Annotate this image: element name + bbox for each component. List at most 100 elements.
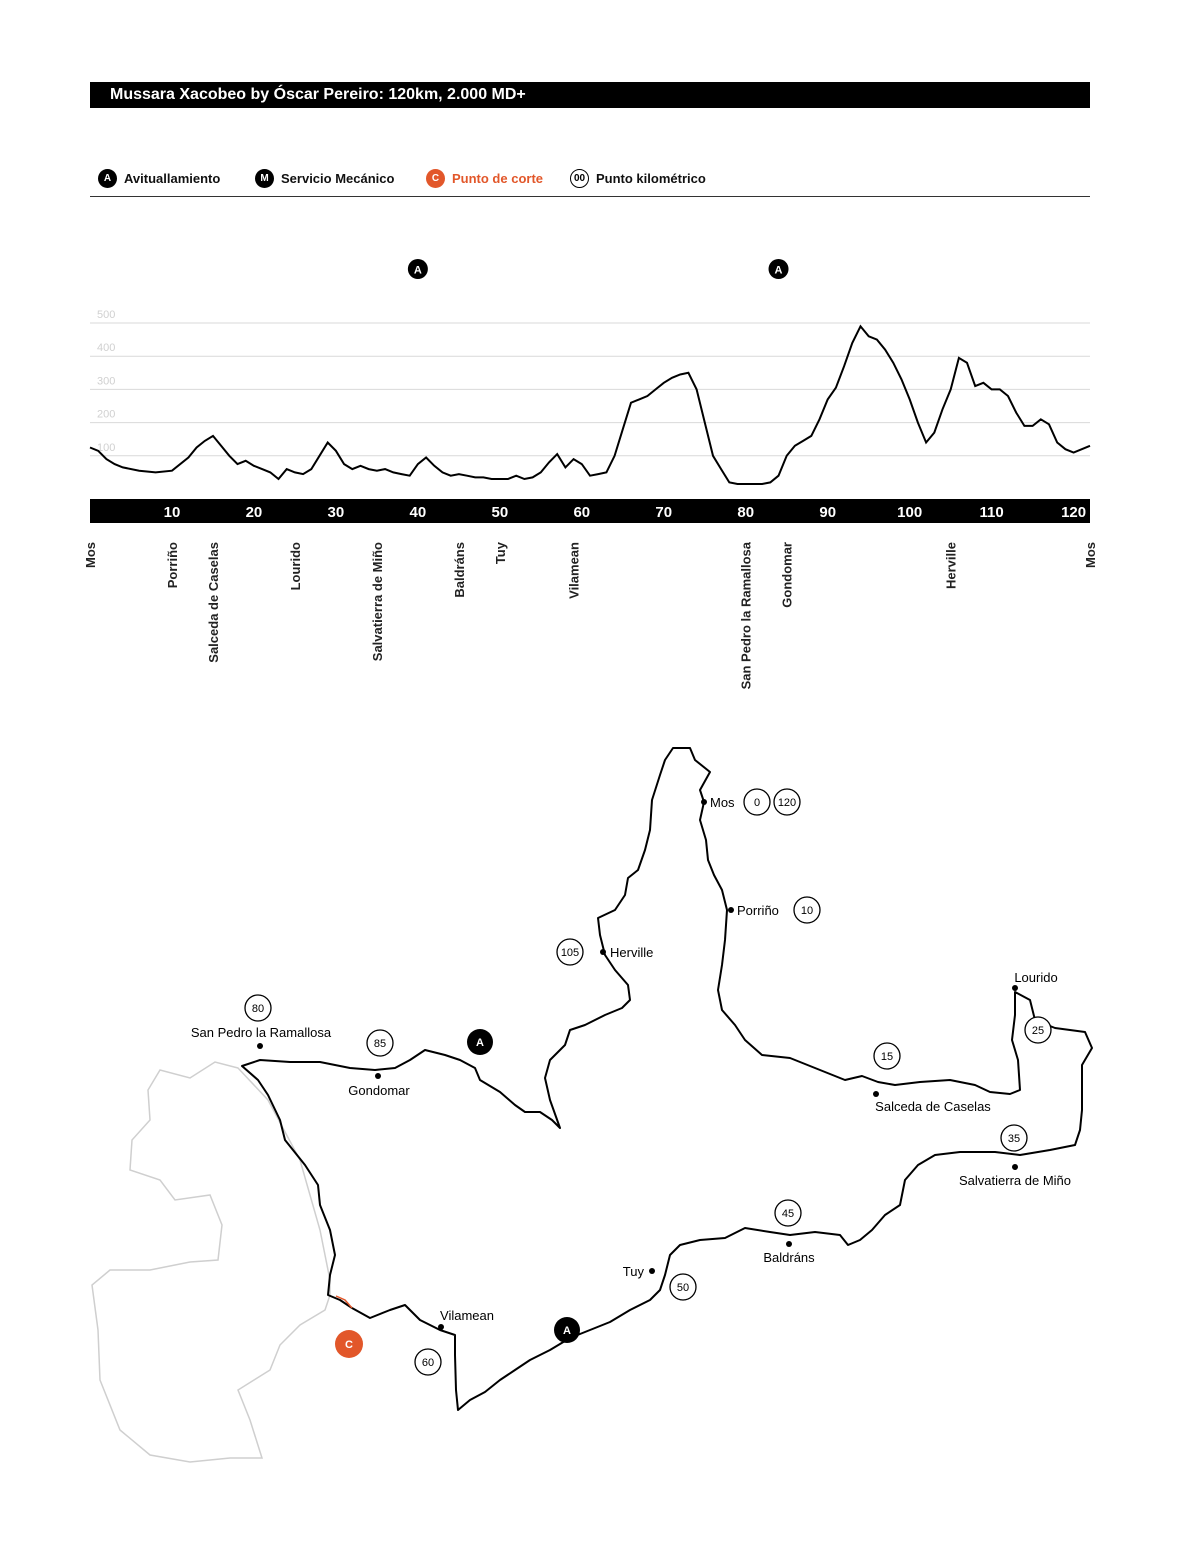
town-dot xyxy=(873,1091,879,1097)
profile-grid: 100 200 300 400 500 xyxy=(90,309,1090,457)
town-dot xyxy=(786,1241,792,1247)
aid-station-icon: A xyxy=(98,169,117,188)
aid-station-marker xyxy=(554,1317,580,1343)
x-tick-label: 50 xyxy=(491,504,508,521)
town-dot xyxy=(701,799,707,805)
cut-point-icon: C xyxy=(426,169,445,188)
map-town-label: San Pedro la Ramallosa xyxy=(191,1025,332,1040)
legend-label: Avituallamiento xyxy=(124,171,221,186)
title-bar: Mussara Xacobeo by Óscar Pereiro: 120km,… xyxy=(90,82,1090,108)
aid-station-label: A xyxy=(476,1037,484,1049)
km-marker-label: 85 xyxy=(374,1038,386,1050)
town-dot xyxy=(375,1073,381,1079)
km-marker-label: 0 xyxy=(754,797,760,809)
legend-item-servicio-mecanico: M Servicio Mecánico xyxy=(255,169,394,188)
map-town-label: Gondomar xyxy=(348,1083,410,1098)
cut-route-segment xyxy=(335,1295,353,1309)
profile-town-label: Baldráns xyxy=(452,542,467,598)
km-marker xyxy=(1000,1124,1028,1152)
x-tick-label: 10 xyxy=(164,504,181,521)
km-marker xyxy=(743,788,771,816)
km-marker-label: 35 xyxy=(1008,1133,1020,1145)
x-tick-label: 40 xyxy=(410,504,427,521)
km-marker-label: 10 xyxy=(801,905,813,917)
town-dot xyxy=(257,1043,263,1049)
aid-station-marker xyxy=(407,259,428,279)
x-tick-label: 70 xyxy=(655,504,672,521)
km-marker-label: 80 xyxy=(252,1003,264,1015)
km-marker-label: 120 xyxy=(778,797,796,809)
map-town-label: Porriño xyxy=(737,903,779,918)
neighbor-region-outline xyxy=(91,1061,331,1463)
km-marker xyxy=(773,788,801,816)
town-dot xyxy=(1012,985,1018,991)
profile-town-label: Mos xyxy=(83,542,98,568)
town-dot xyxy=(600,949,606,955)
x-tick-label: 60 xyxy=(573,504,590,521)
km-marker xyxy=(669,1273,697,1301)
km-marker xyxy=(774,1199,802,1227)
y-tick-label: 200 xyxy=(97,409,115,421)
town-dot xyxy=(728,907,734,913)
km-marker xyxy=(793,896,821,924)
town-dot xyxy=(1012,1164,1018,1170)
x-tick-label: 30 xyxy=(328,504,345,521)
km-marker xyxy=(414,1348,442,1376)
map-town-label: Salvatierra de Miño xyxy=(959,1173,1071,1188)
km-marker xyxy=(244,994,272,1022)
x-tick-label: 120 xyxy=(1061,504,1086,521)
x-tick-label: 100 xyxy=(897,504,922,521)
elevation-line xyxy=(89,324,1091,485)
legend-item-avituallamiento: A Avituallamiento xyxy=(98,169,220,188)
map-town-label: Tuy xyxy=(623,1264,645,1279)
profile-town-label: Salceda de Caselas xyxy=(206,542,221,663)
map-town-label: Mos xyxy=(710,795,735,810)
y-tick-label: 100 xyxy=(97,442,115,454)
y-tick-label: 400 xyxy=(97,342,115,354)
x-tick-label: 110 xyxy=(980,504,1004,521)
legend-item-punto-kilometrico: 00 Punto kilométrico xyxy=(570,169,706,188)
km-marker-label: 60 xyxy=(422,1357,434,1369)
aid-station-marker xyxy=(467,1029,493,1055)
y-tick-label: 500 xyxy=(97,309,115,321)
x-tick-label: 90 xyxy=(819,504,836,521)
map-town-label: Baldráns xyxy=(763,1250,815,1265)
km-marker-icon: 00 xyxy=(570,169,589,188)
profile-town-label: Tuy xyxy=(493,541,508,564)
km-marker-label: 15 xyxy=(881,1051,893,1063)
town-dot xyxy=(438,1324,444,1330)
km-marker-label: 25 xyxy=(1032,1025,1044,1037)
y-tick-label: 300 xyxy=(97,375,115,387)
legend: A Avituallamiento M Servicio Mecánico C … xyxy=(90,166,1090,197)
km-marker xyxy=(366,1029,394,1057)
aid-station-label: A xyxy=(775,265,783,277)
map-town-label: Herville xyxy=(610,945,653,960)
map-town-label: Lourido xyxy=(1014,970,1057,985)
legend-label: Punto kilométrico xyxy=(596,171,706,186)
mechanic-service-icon: M xyxy=(255,169,274,188)
page-title: Mussara Xacobeo by Óscar Pereiro: 120km,… xyxy=(110,86,526,103)
legend-item-punto-de-corte: C Punto de corte xyxy=(426,169,543,188)
cut-point-label: C xyxy=(345,1339,353,1351)
profile-town-label: Salvatierra de Miño xyxy=(370,542,385,661)
km-marker xyxy=(873,1042,901,1070)
town-dot xyxy=(649,1268,655,1274)
km-axis-labels: 10 20 30 40 50 60 70 80 90 100 110 120 xyxy=(164,504,1086,521)
profile-town-label: Vilamean xyxy=(567,542,582,599)
profile-town-label: San Pedro la Ramallosa xyxy=(739,541,754,689)
x-tick-label: 80 xyxy=(737,504,754,521)
profile-town-label: Lourido xyxy=(288,542,303,590)
km-marker-label: 105 xyxy=(561,947,579,959)
profile-town-label: Gondomar xyxy=(780,542,795,608)
aid-station-label: A xyxy=(414,265,422,277)
legend-label: Servicio Mecánico xyxy=(281,171,395,186)
x-tick-label: 20 xyxy=(246,504,263,521)
route-line xyxy=(241,747,1093,1411)
map-town-label: Vilamean xyxy=(440,1308,494,1323)
km-marker xyxy=(1024,1016,1052,1044)
